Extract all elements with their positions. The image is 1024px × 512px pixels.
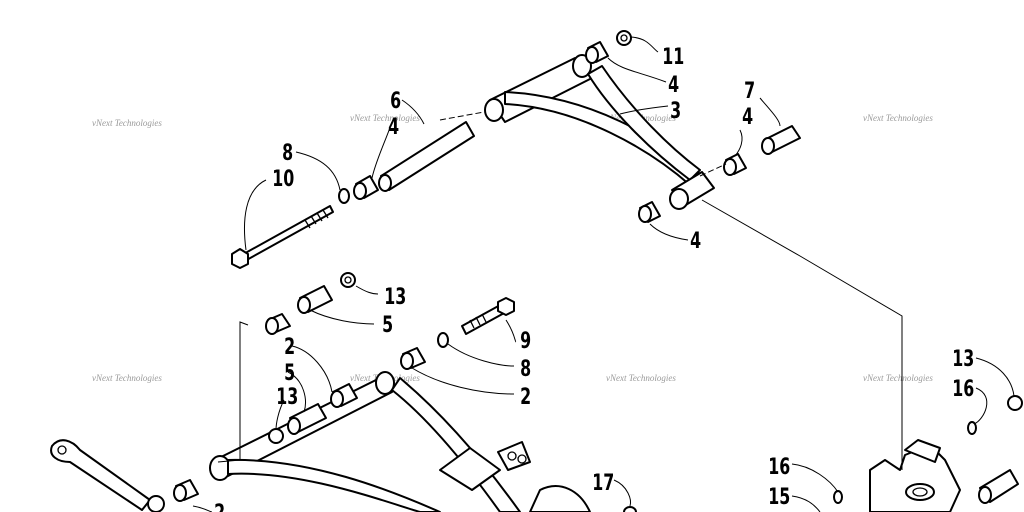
callout-label: 16	[768, 453, 790, 479]
spindle-knuckle	[833, 395, 1023, 512]
callout-label: 13	[952, 345, 974, 371]
callout-labels: 11 4 3 7 4 6 4 8 10 4 13 5 9 2 8 5 2 13 …	[214, 43, 974, 512]
watermark-text: vNext Technologies	[92, 373, 162, 383]
callout-label: 4	[668, 71, 679, 97]
lower-hardware	[50, 272, 637, 512]
callout-label: 16	[952, 375, 974, 401]
watermark-text: vNext Technologies	[863, 373, 933, 383]
callout-label: 13	[384, 283, 406, 309]
callout-label: 13	[276, 383, 298, 409]
callout-label: 6	[390, 87, 401, 113]
leader-lines	[192, 36, 1015, 512]
callout-label: 4	[690, 227, 701, 253]
callout-label: 5	[284, 359, 295, 385]
watermark-text: vNext Technologies	[92, 118, 162, 128]
callout-label: 2	[284, 333, 295, 359]
watermark-text: vNext Technologies	[350, 113, 420, 123]
watermark-text: vNext Technologies	[863, 113, 933, 123]
callout-label: 10	[272, 165, 294, 191]
callout-label: 8	[520, 355, 531, 381]
callout-label: 2	[214, 499, 225, 512]
upper-a-arm	[484, 54, 715, 210]
callout-label: 15	[768, 483, 790, 509]
callout-label: 17	[592, 469, 614, 495]
callout-label: 11	[662, 43, 684, 69]
callout-label: 9	[520, 327, 531, 353]
callout-label: 5	[382, 311, 393, 337]
callout-label: 2	[520, 383, 531, 409]
watermark-group: vNext Technologies vNext Technologies vN…	[92, 113, 933, 383]
callout-label: 4	[742, 103, 753, 129]
watermark-text: vNext Technologies	[606, 373, 676, 383]
callout-label: 3	[670, 97, 681, 123]
upper-hardware	[231, 30, 801, 269]
callout-label: 8	[282, 139, 293, 165]
callout-label: 7	[744, 77, 755, 103]
callout-label: 4	[388, 113, 399, 139]
lower-a-arm	[209, 371, 591, 512]
